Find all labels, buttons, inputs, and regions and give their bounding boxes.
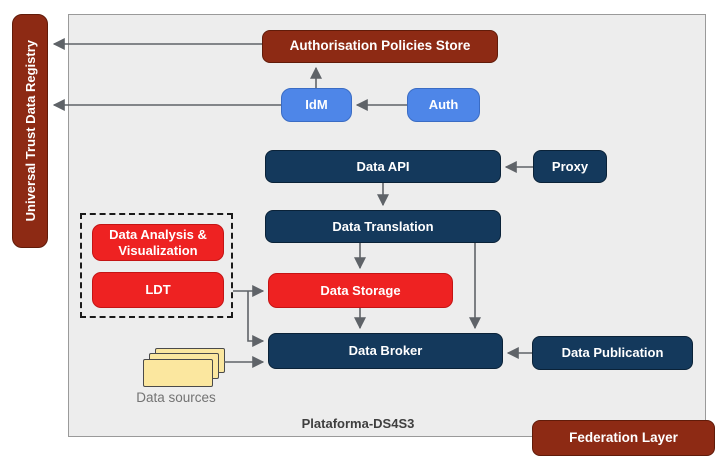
analytics-group-frame <box>80 213 233 318</box>
auth-label: Auth <box>428 97 459 113</box>
data-storage-label: Data Storage <box>320 282 401 298</box>
node-data-translation: Data Translation <box>265 210 501 243</box>
node-ldt: LDT <box>92 272 224 308</box>
node-data-broker: Data Broker <box>268 333 503 369</box>
node-data-publication: Data Publication <box>532 336 693 370</box>
node-data-api: Data API <box>265 150 501 183</box>
proxy-label: Proxy <box>551 158 589 174</box>
idm-label: IdM <box>305 97 328 113</box>
platform-title: Plataforma-DS4S3 <box>301 416 415 431</box>
document-shape-front <box>143 359 213 387</box>
node-proxy: Proxy <box>533 150 607 183</box>
data-publication-label: Data Publication <box>561 345 664 361</box>
node-data-storage: Data Storage <box>268 273 453 308</box>
data-api-label: Data API <box>356 158 410 174</box>
node-idm: IdM <box>281 88 352 122</box>
registry-label: Universal Trust Data Registry <box>22 40 38 222</box>
node-authorisation-policies-store: Authorisation Policies Store <box>262 30 498 63</box>
aps-label: Authorisation Policies Store <box>289 38 471 54</box>
ldt-label: LDT <box>145 282 171 298</box>
node-data-analysis-visualization: Data Analysis & Visualization <box>92 224 224 261</box>
data-translation-label: Data Translation <box>332 218 434 234</box>
data-sources-label: Data sources <box>136 390 216 405</box>
data-broker-label: Data Broker <box>348 343 423 359</box>
node-federation-layer: Federation Layer <box>532 420 715 456</box>
federation-label: Federation Layer <box>569 429 678 445</box>
node-universal-trust-data-registry: Universal Trust Data Registry <box>12 14 48 248</box>
node-auth: Auth <box>407 88 480 122</box>
data-analysis-label: Data Analysis & Visualization <box>109 226 207 258</box>
